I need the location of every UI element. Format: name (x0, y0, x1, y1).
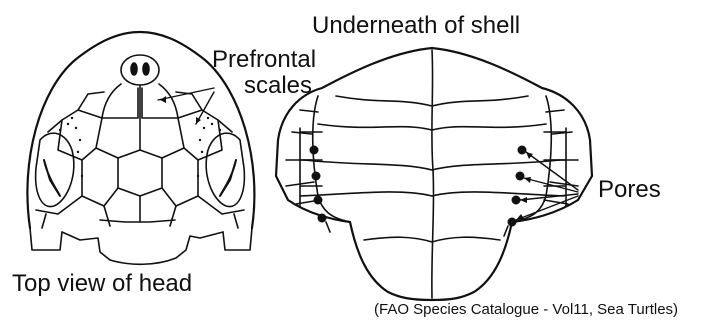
plastron-outline (276, 48, 592, 300)
frontal-scale (121, 55, 159, 85)
eye-left (36, 133, 74, 206)
plastron-title: Underneath of shell (312, 14, 520, 38)
pore (310, 146, 319, 155)
head-neck-left (30, 228, 62, 250)
source-credit: (FAO Species Catalogue - Vol11, Sea Turt… (374, 302, 678, 317)
pores-pointer-1 (526, 152, 578, 190)
pore (516, 172, 525, 181)
pore (314, 196, 323, 205)
prefrontal-label-line2: scales (244, 74, 312, 98)
pores-label: Pores (598, 178, 661, 202)
head-neck-right (223, 228, 252, 250)
pore (512, 196, 521, 205)
head-caption: Top view of head (12, 272, 192, 296)
pore (508, 218, 517, 227)
nostril-right (143, 63, 149, 75)
nostril-left (131, 63, 137, 75)
prefrontal-left (102, 84, 138, 118)
prefrontal-label-line1: Prefrontal (212, 48, 316, 72)
turtle-shell-underside-icon (276, 48, 592, 300)
prefrontal-right (142, 84, 178, 118)
eye-right (206, 133, 244, 206)
plastron-midline (432, 50, 434, 298)
pore (318, 214, 327, 223)
pore (518, 146, 527, 155)
pore (312, 172, 321, 181)
